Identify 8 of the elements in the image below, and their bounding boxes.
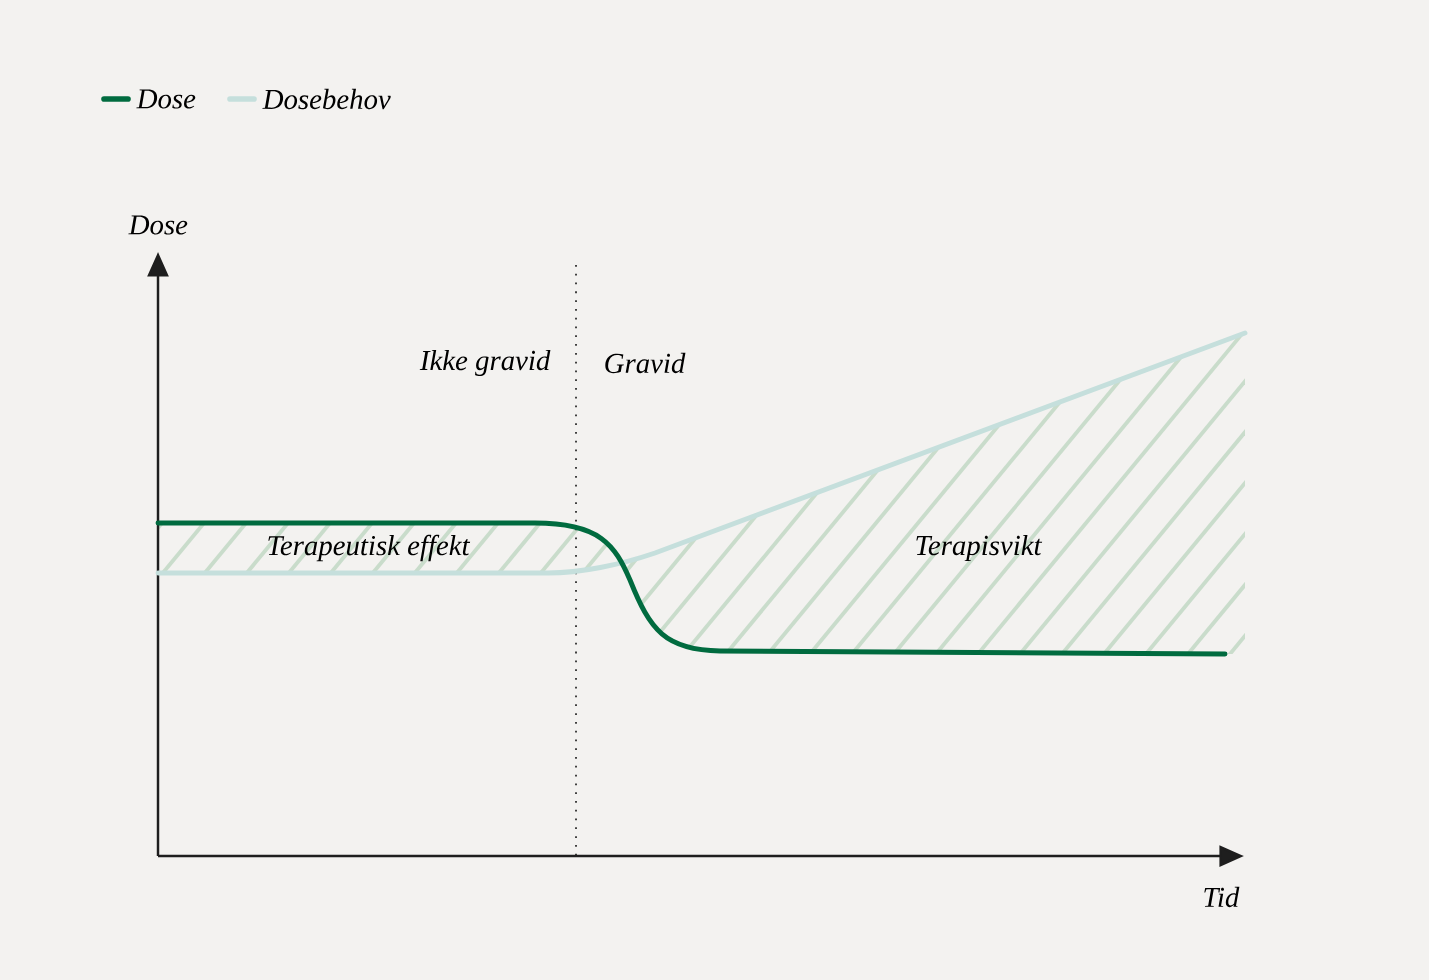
phase-label: Gravid: [605, 352, 686, 374]
phase-label: Ikke gravid: [419, 349, 551, 377]
area-label: Terapisvikt: [916, 534, 1043, 562]
axis-label: Tid: [1204, 886, 1240, 908]
legend-label: Dose: [136, 89, 196, 109]
axis-label: Dose: [128, 215, 188, 235]
legend-label: Dosebehov: [262, 88, 391, 110]
area-label: Terapeutisk effekt: [268, 534, 471, 562]
